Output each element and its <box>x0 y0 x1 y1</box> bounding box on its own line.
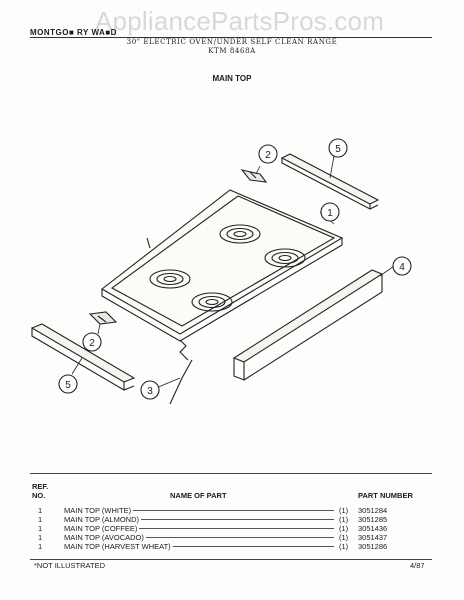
clip-part <box>169 339 193 405</box>
model-number: KTM 8468A <box>208 47 256 55</box>
callout-label: 5 <box>65 380 71 391</box>
rear-trim-part <box>280 153 380 210</box>
col-header-name: NAME OF PART <box>170 491 227 500</box>
front-trim-part <box>30 323 136 391</box>
revision-date: 4/87 <box>410 561 425 570</box>
callout-5-lower: 5 <box>58 374 78 394</box>
part-number: 3051436 <box>358 524 388 533</box>
leader-line <box>64 546 334 547</box>
footer-rule <box>30 559 432 560</box>
table-row: 1 MAIN TOP (WHITE) (1) 3051284 <box>30 506 432 515</box>
table-row: 1 MAIN TOP (ALMOND) (1) 3051285 <box>30 515 432 524</box>
part-name: MAIN TOP (ALMOND) <box>64 515 142 524</box>
callout-label: 4 <box>399 262 405 273</box>
callout-4: 4 <box>392 256 412 276</box>
part-name: MAIN TOP (AVOCADO) <box>64 533 146 542</box>
table-row: 1 MAIN TOP (HARVEST WHEAT) (1) 3051286 <box>30 542 432 551</box>
main-top-part <box>101 189 344 342</box>
leader-line <box>64 510 334 511</box>
table-row: 1 MAIN TOP (COFFEE) (1) 3051436 <box>30 524 432 533</box>
part-number: 3051437 <box>358 533 388 542</box>
callout-label: 3 <box>147 386 153 397</box>
quantity: (1) <box>338 533 350 542</box>
leader-line <box>64 528 334 529</box>
ref-number: 1 <box>38 533 43 542</box>
parts-table: 1 MAIN TOP (WHITE) (1) 3051284 1 MAIN TO… <box>30 506 432 551</box>
part-name: MAIN TOP (COFFEE) <box>64 524 140 533</box>
leader-line <box>64 519 334 520</box>
ref-number: 1 <box>38 506 43 515</box>
section-title: MAIN TOP <box>212 74 252 83</box>
part-number: 3051286 <box>358 542 388 551</box>
table-top-rule <box>30 473 432 474</box>
table-row: 1 MAIN TOP (AVOCADO) (1) 3051437 <box>30 533 432 542</box>
side-trim-part <box>232 269 384 381</box>
callout-3: 3 <box>140 380 160 400</box>
bracket-part-lower <box>88 311 118 325</box>
part-name: MAIN TOP (HARVEST WHEAT) <box>64 542 173 551</box>
leader-line <box>64 537 334 538</box>
header-rule <box>30 37 432 38</box>
ref-number: 1 <box>38 515 43 524</box>
col-header-part-number: PART NUMBER <box>358 491 413 500</box>
exploded-parts-diagram: 1 2 2 3 4 5 5 <box>30 138 412 405</box>
part-name: MAIN TOP (WHITE) <box>64 506 134 515</box>
callout-2-upper: 2 <box>258 144 278 164</box>
callout-label: 1 <box>327 208 333 219</box>
quantity: (1) <box>338 542 350 551</box>
callout-label: 2 <box>89 338 95 349</box>
quantity: (1) <box>338 515 350 524</box>
footnote: *NOT ILLUSTRATED <box>34 561 105 570</box>
callout-2-lower: 2 <box>82 332 102 352</box>
col-header-no: NO. <box>32 491 46 500</box>
quantity: (1) <box>338 506 350 515</box>
range-description: 30" ELECTRIC OVEN/UNDER SELF CLEAN RANGE <box>126 38 338 46</box>
callout-label: 5 <box>335 144 341 155</box>
part-number: 3051285 <box>358 515 388 524</box>
watermark: AppliancePartsPros.com <box>95 6 385 36</box>
ref-number: 1 <box>38 542 43 551</box>
brand-label: MONTGO■ RY WA■D <box>30 28 117 37</box>
bracket-part-upper <box>240 169 268 183</box>
callout-5-upper: 5 <box>328 138 348 158</box>
ref-number: 1 <box>38 524 43 533</box>
part-number: 3051284 <box>358 506 388 515</box>
callout-1: 1 <box>320 202 340 222</box>
callout-label: 2 <box>265 150 271 161</box>
quantity: (1) <box>338 524 350 533</box>
col-header-ref: REF. <box>32 482 49 491</box>
